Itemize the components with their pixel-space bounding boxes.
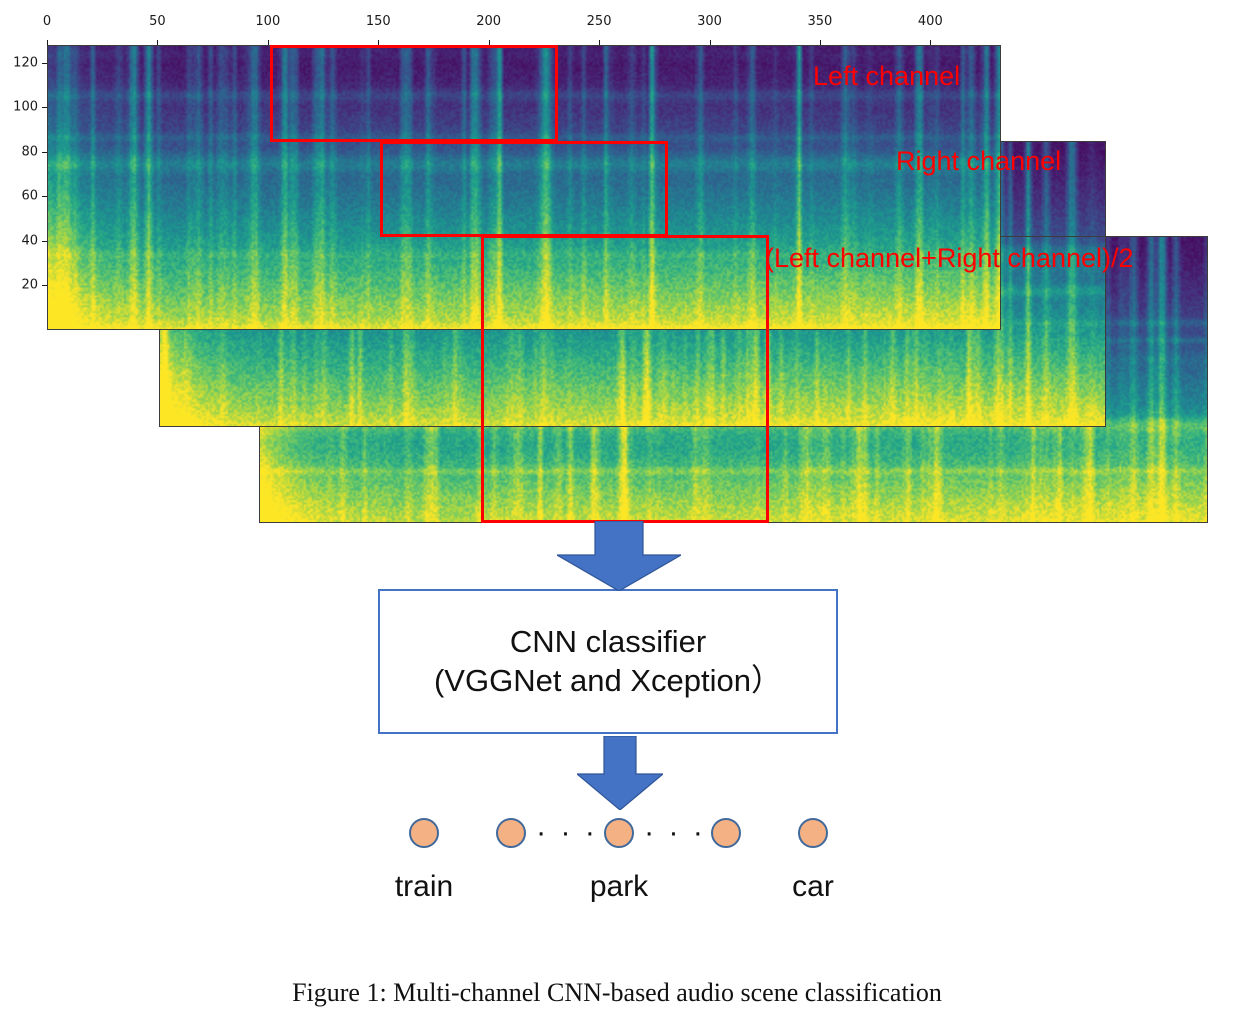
classifier-title: CNN classifier [509,623,707,659]
spectrogram-panel-left-channel [47,45,1001,330]
output-label-car: car [792,870,834,903]
y-tick-label: 60 [21,188,38,204]
roi-rect-mix-channel [481,235,769,523]
channel-label-mix: (Left channel+Right channel)/2 [765,243,1134,273]
figure-caption: Figure 1: Multi-channel CNN-based audio … [292,978,942,1007]
output-node-train[interactable] [409,818,439,848]
arrow-shape-2 [577,736,663,810]
classifier-subtitle: (VGGNet and Xception） [433,662,783,698]
x-tick-label: 200 [476,14,502,29]
arrow-to-classifier [557,521,681,591]
spectrogram-image-left-channel [48,46,1000,329]
output-nodes-row: · · · · · · [395,812,835,858]
output-node-2[interactable] [496,818,526,848]
x-tick-label: 50 [149,14,166,29]
x-tick-label: 350 [807,14,833,29]
y-tick-label: 100 [13,99,38,115]
output-node-4[interactable] [711,818,741,848]
x-tick-label: 400 [917,14,943,29]
y-tick-label: 120 [13,55,38,71]
x-tick-label: 300 [697,14,722,29]
x-tick-label: 100 [255,14,281,29]
output-node-park[interactable] [604,818,634,848]
x-tick-label: 0 [42,14,52,29]
arrow-shape-1 [557,521,681,591]
y-tick-label: 80 [21,144,38,160]
output-label-train: train [394,870,454,903]
output-ellipsis-left: · · · [536,816,598,849]
output-node-car[interactable] [798,818,828,848]
channel-label-left: Left channel [813,61,961,91]
roi-rect-left-channel [270,45,558,142]
channel-label-right: Right channel [896,146,1062,176]
output-ellipsis-right: · · · [644,816,706,849]
x-tick-label: 150 [365,14,391,29]
y-tick-label: 20 [21,277,38,293]
cnn-classifier-box[interactable]: CNN classifier (VGGNet and Xception） [378,589,838,734]
x-tick-label: 250 [586,14,612,29]
roi-rect-right-channel [380,141,668,237]
output-label-park: park [589,870,649,903]
arrow-to-outputs [577,736,663,810]
y-tick-label: 40 [21,233,38,249]
